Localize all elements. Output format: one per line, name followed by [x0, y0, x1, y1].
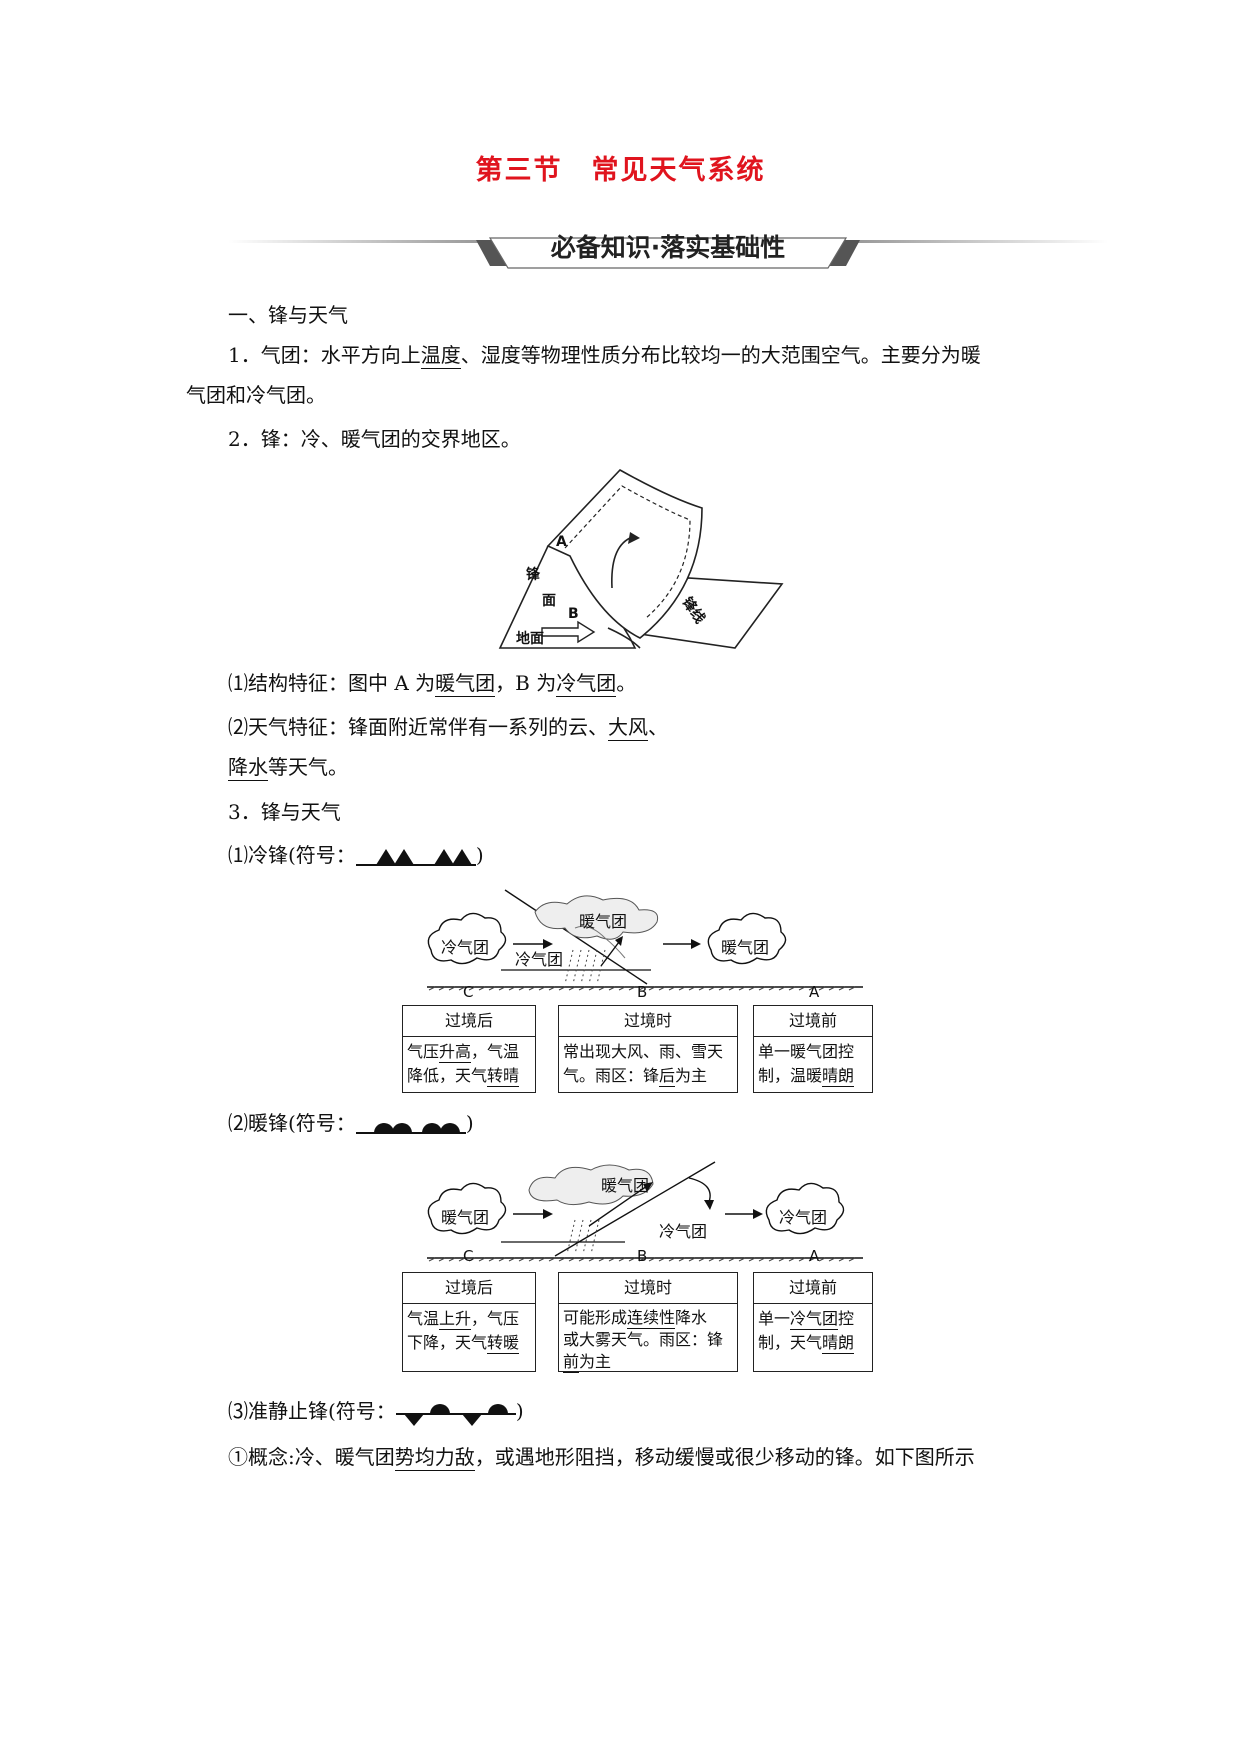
warm-label-c: C — [463, 1247, 474, 1265]
warm-mid-mass-label: 冷气团 — [659, 1222, 708, 1241]
stationary-front-symbol — [395, 1400, 516, 1426]
cold-mid-mass-label: 冷气团 — [515, 950, 564, 969]
section-heading: 一、锋与天气 — [228, 303, 348, 327]
banner-decoration — [228, 237, 1108, 269]
warm-right-mass-label: 冷气团 — [779, 1208, 828, 1227]
cold-front-label: ⑴冷锋(符号： ) — [228, 843, 484, 869]
cold-after-box: 过境后 气压升高，气温 降低，天气转晴 — [402, 1005, 536, 1093]
label-front-2: 面 — [542, 593, 556, 609]
warm-left-mass-label: 暖气团 — [441, 1208, 490, 1227]
warm-before-box: 过境前 单一冷气团控 制，天气晴朗 — [753, 1272, 873, 1372]
item-air-mass-line2: 气团和冷气团。 — [186, 383, 326, 407]
warm-front-label: ⑵暖锋(符号： ) — [228, 1111, 474, 1137]
warm-after-box: 过境后 气温上升，气压 下降，天气转暖 — [402, 1272, 536, 1372]
structure-feature: ⑴结构特征：图中 A 为暖气团，B 为冷气团。 — [228, 671, 637, 697]
item-front-weather: 3．锋与天气 — [228, 800, 341, 824]
page-title: 第三节 常见天气系统 — [475, 155, 766, 186]
cold-warm-mass-label: 暖气团 — [579, 912, 628, 931]
cold-right-mass-label: 暖气团 — [721, 938, 770, 957]
cold-front-symbol — [355, 845, 476, 869]
item-air-mass: 1．气团：水平方向上温度、湿度等物理性质分布比较均一的大范围空气。主要分为暖 — [228, 343, 981, 369]
stationary-front-label: ⑶准静止锋(符号： ) — [228, 1396, 524, 1426]
label-ground: 地面 — [516, 631, 544, 647]
warm-warm-mass-label: 暖气团 — [601, 1176, 650, 1195]
warm-during-box: 过境时 可能形成连续性降水 或大雾天气。雨区：锋 前为主 — [558, 1272, 738, 1373]
cold-front-diagram: 冷气团 暖气团 冷气团 暖气团 C B A — [425, 888, 865, 1001]
cold-before-box: 过境前 单一暖气团控 制，温暖晴朗 — [753, 1005, 873, 1093]
cold-label-b: B — [637, 983, 648, 1001]
label-a: A — [556, 534, 567, 550]
weather-feature: ⑵天气特征：锋面附近常伴有一系列的云、大风、 — [228, 715, 668, 741]
weather-feature-line2: 降水等天气。 — [228, 755, 348, 781]
cold-label-c: C — [463, 983, 474, 1001]
label-front-1: 锋 — [526, 567, 540, 583]
item-front: 2．锋：冷、暖气团的交界地区。 — [228, 427, 521, 451]
warm-label-b: B — [637, 1247, 648, 1265]
cold-left-mass-label: 冷气团 — [441, 938, 490, 957]
front-structure-diagram: A B 锋 面 锋线 地面 — [490, 468, 790, 654]
banner-text: 必备知识·落实基础性 — [550, 233, 786, 262]
warm-front-diagram: 暖气团 暖气团 冷气团 冷气团 C B A — [425, 1156, 865, 1266]
section-banner: 必备知识·落实基础性 — [228, 226, 1108, 274]
warm-label-a: A — [809, 1247, 820, 1265]
label-b: B — [568, 606, 579, 622]
cold-during-box: 过境时 常出现大风、雨、雪天 气。雨区：锋后为主 — [558, 1005, 738, 1093]
warm-front-symbol — [355, 1113, 466, 1137]
stationary-concept: ①概念:冷、暖气团势均力敌，或遇地形阻挡，移动缓慢或很少移动的锋。如下图所示 — [228, 1445, 975, 1471]
cold-label-a: A — [809, 983, 820, 1001]
